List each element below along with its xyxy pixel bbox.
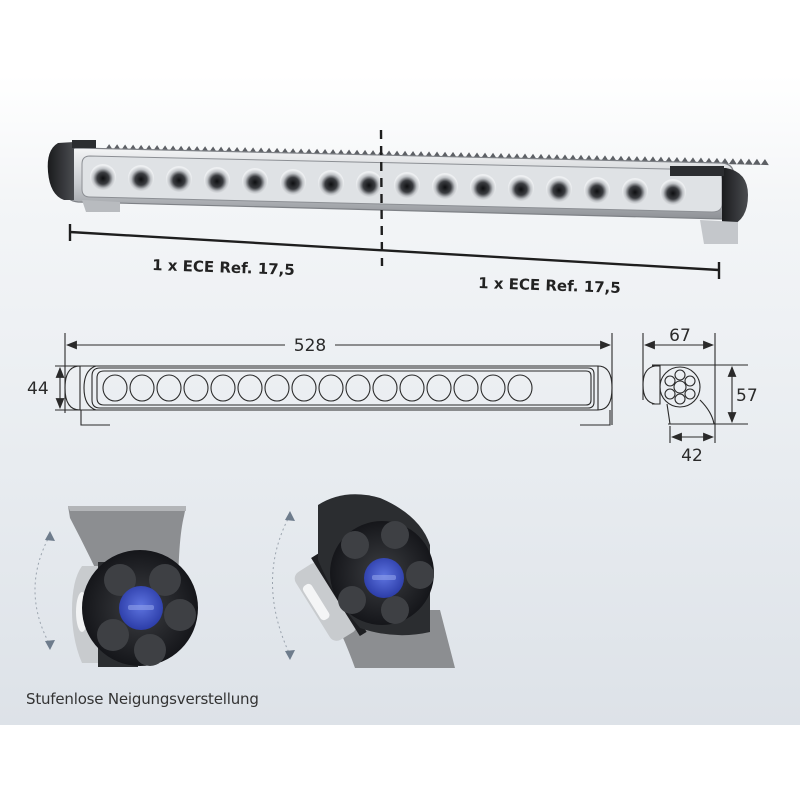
tilt-arc-icon — [272, 514, 291, 656]
segment-label-right: 1 x ECE Ref. 17,5 — [478, 274, 621, 297]
front-view-drawing — [55, 333, 613, 426]
light-bar-photo — [47, 140, 769, 244]
arrow-down-icon — [45, 640, 55, 650]
tilt-arc-icon — [34, 534, 51, 646]
segment-label-left: 1 x ECE Ref. 17,5 — [152, 256, 295, 279]
arrow-up-icon — [45, 531, 55, 541]
led-row-photo — [90, 164, 686, 205]
right-endcap — [722, 168, 748, 226]
side-view-drawing — [642, 333, 748, 443]
mount-photo-tilted — [272, 494, 455, 668]
left-mount-foot — [82, 200, 120, 212]
side-height-dimension-label: 57 — [736, 386, 758, 406]
width-dimension-label: 528 — [294, 336, 326, 356]
arrow-down-icon — [285, 650, 295, 660]
led-row-drawing — [102, 374, 533, 402]
depth-dimension-label: 67 — [669, 326, 691, 346]
base-dimension-label: 42 — [681, 446, 703, 466]
split-dashed-line — [379, 129, 384, 267]
segment-dimension — [68, 129, 721, 279]
mount-caption: Stufenlose Neigungsverstellung — [26, 690, 259, 708]
left-endcap — [47, 142, 74, 200]
arrow-up-icon — [285, 511, 295, 521]
right-mount-foot — [700, 220, 738, 244]
mount-photo-upright — [34, 506, 198, 667]
height-dimension-label: 44 — [27, 379, 49, 399]
